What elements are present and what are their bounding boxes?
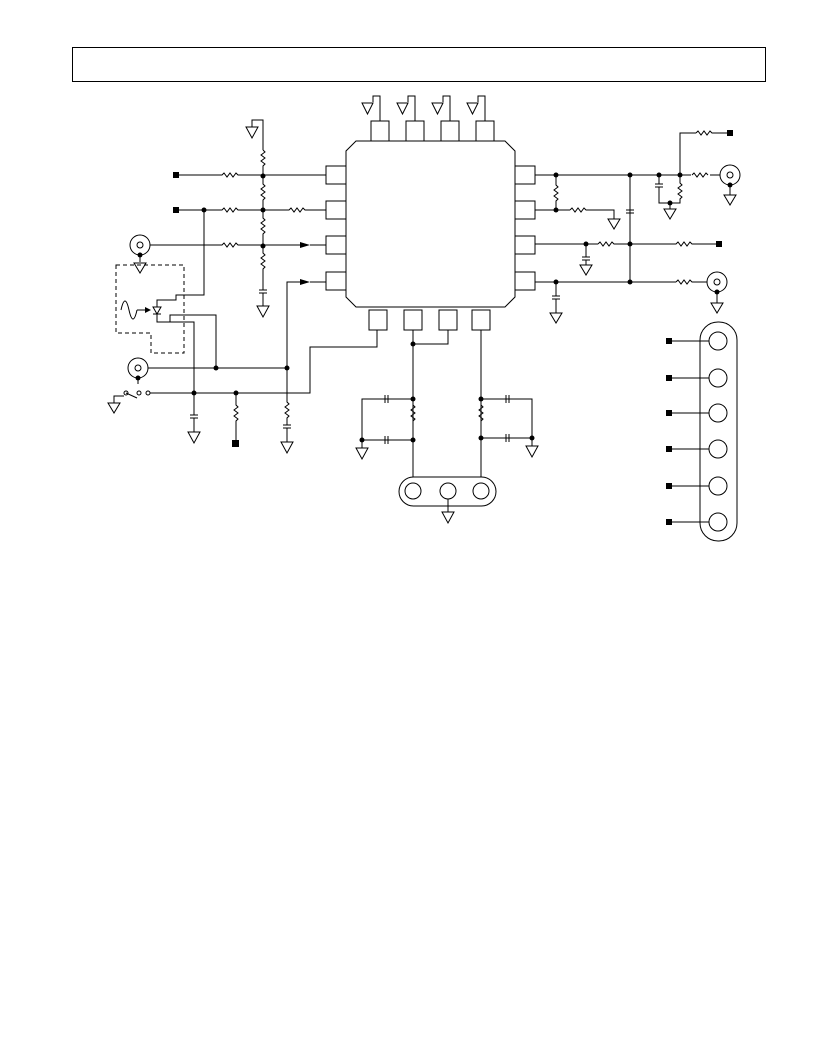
three-pin-connector [398, 476, 497, 525]
resistor-to-terminal [232, 393, 239, 447]
ic-top-pins [370, 120, 495, 142]
bnc-connector-left-1 [129, 234, 151, 274]
bnc-connector-left-2 [127, 357, 149, 384]
top-pin-ground-symbols [361, 95, 486, 121]
sine-wave-icon [120, 300, 138, 320]
capacitor-to-ground [187, 393, 201, 445]
terminal-square [716, 241, 722, 247]
row3-wire [150, 242, 300, 248]
terminal-square [727, 130, 733, 136]
arrow-icon [300, 242, 310, 248]
dashed-module-box [115, 264, 185, 354]
terminal-square [173, 207, 179, 213]
header-frame [72, 47, 766, 82]
arrow-icon [300, 279, 310, 285]
bnc-connector-right-1 [719, 164, 741, 206]
ground-symbol [245, 119, 264, 150]
resistor-capacitor-ground [280, 395, 294, 455]
junction-dots [359, 341, 535, 443]
ic-left-pins [325, 165, 347, 291]
diode-icon [152, 306, 162, 316]
row2-wire [179, 207, 326, 213]
bottom-left-filter [355, 395, 416, 461]
ic-right-pins [514, 165, 536, 291]
terminal-square [173, 172, 179, 178]
vertical-chain-capacitor [256, 289, 270, 319]
row1-wire [179, 172, 326, 178]
vertical-resistor-chain [260, 149, 266, 290]
bottom-right-filter [478, 395, 539, 459]
six-pin-connector [666, 321, 738, 542]
junction-dots [135, 172, 733, 381]
junction-dots [191, 173, 290, 396]
arrow-icon [145, 307, 151, 313]
switch-icon [107, 390, 151, 414]
ic-bottom-pins [368, 309, 491, 331]
ic-body [345, 140, 516, 308]
